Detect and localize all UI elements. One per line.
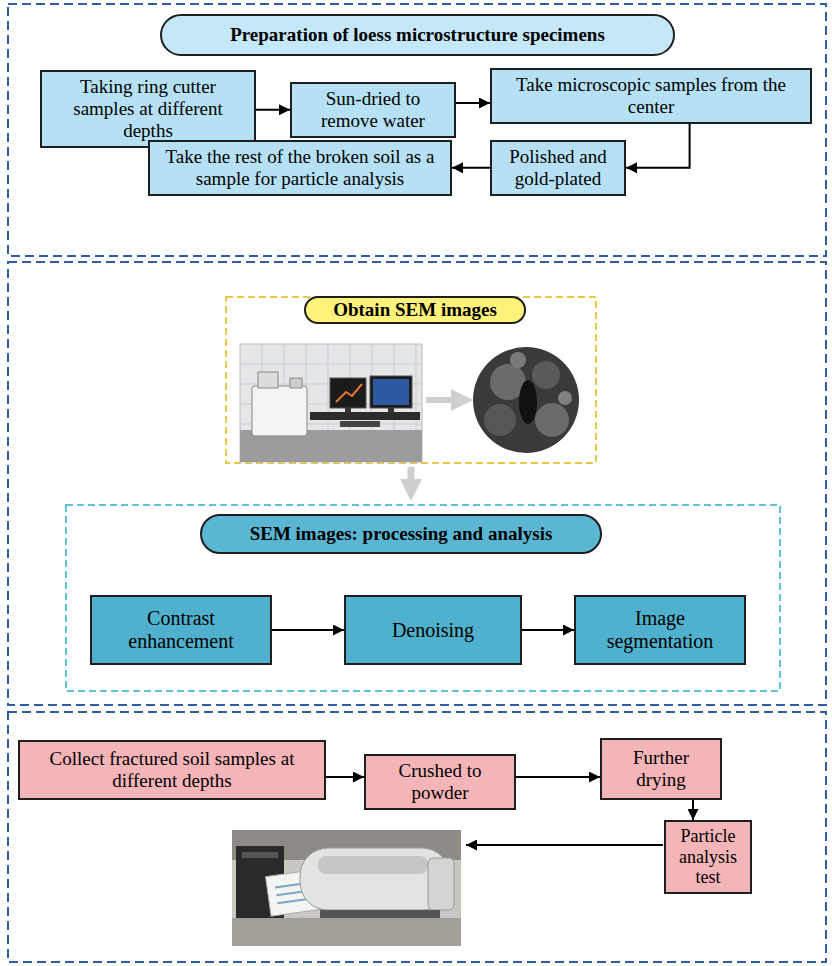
group-title: SEM images: processing and analysis	[200, 514, 602, 554]
sem-photo	[240, 344, 422, 462]
process-box: Collect fractured soil samples at differ…	[18, 740, 326, 800]
process-box: Particle analysis test	[664, 820, 752, 894]
group-frame	[226, 297, 596, 463]
node-text: SEM images: processing and analysis	[250, 523, 553, 545]
section-frame	[8, 712, 826, 962]
node-text: Further drying	[610, 747, 712, 791]
flow-arrow	[256, 109, 290, 111]
process-box: Denoising	[344, 595, 522, 665]
node-text: Contrast enhancement	[100, 607, 262, 653]
node-text: Sun-dried to remove water	[300, 88, 446, 132]
grey-arrow	[408, 467, 415, 490]
node-text: Denoising	[392, 619, 474, 642]
process-box: Sun-dried to remove water	[290, 82, 456, 138]
node-text: Particle analysis test	[674, 826, 742, 888]
node-text: Preparation of loess microstructure spec…	[230, 24, 605, 46]
flow-arrow	[456, 102, 490, 104]
group-frame	[66, 505, 780, 691]
flow-arrow	[452, 167, 490, 169]
process-box: Take microscopic samples from the center	[490, 68, 812, 124]
process-box: Polished and gold-plated	[490, 140, 626, 196]
sem-image	[473, 347, 579, 453]
node-text: Polished and gold-plated	[500, 146, 616, 190]
flow-arrow	[626, 124, 690, 168]
flow-arrow	[326, 776, 364, 778]
section-frame	[8, 262, 826, 705]
process-box: Crushed to powder	[364, 754, 516, 810]
node-text: Take the rest of the broken soil as a sa…	[158, 146, 442, 190]
node-text: Taking ring cutter samples at different …	[50, 76, 246, 142]
node-text: Collect fractured soil samples at differ…	[28, 748, 316, 792]
flow-arrow	[272, 629, 344, 631]
section-frame	[8, 4, 826, 256]
grey-arrow	[426, 397, 462, 403]
group-title: Obtain SEM images	[304, 296, 526, 324]
node-text: Obtain SEM images	[333, 299, 497, 321]
flow-arrow	[466, 844, 663, 846]
flow-arrow	[516, 776, 600, 778]
flow-arrow	[692, 800, 694, 820]
node-text: Image segmentation	[584, 607, 736, 653]
section-title: Preparation of loess microstructure spec…	[160, 14, 675, 56]
node-text: Take microscopic samples from the center	[500, 74, 802, 118]
process-box: Further drying	[600, 738, 722, 800]
flow-arrow	[522, 629, 574, 631]
analyzer-photo	[232, 830, 461, 946]
node-text: Crushed to powder	[374, 760, 506, 804]
process-box: Taking ring cutter samples at different …	[40, 70, 256, 148]
process-box: Image segmentation	[574, 595, 746, 665]
process-box: Take the rest of the broken soil as a sa…	[148, 140, 452, 196]
process-box: Contrast enhancement	[90, 595, 272, 665]
